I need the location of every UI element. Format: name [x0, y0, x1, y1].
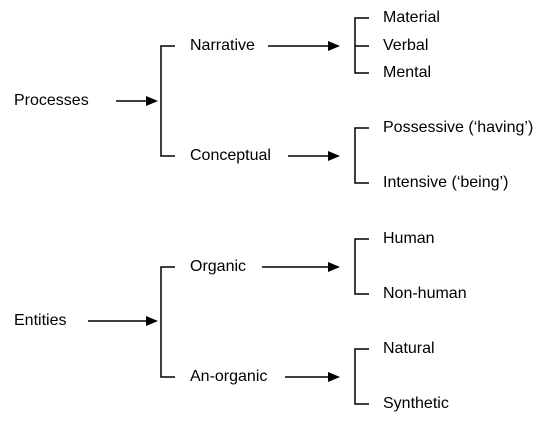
anorganic-label: An-organic [190, 368, 267, 385]
conceptual-label: Conceptual [190, 147, 271, 164]
organic-label: Organic [190, 258, 246, 275]
conceptual-arrowhead [328, 151, 340, 161]
intensive-label: Intensive (‘being’) [383, 174, 508, 191]
narrative-label: Narrative [190, 37, 255, 54]
entities-arrowhead [146, 316, 158, 326]
conceptual-bracket [354, 127, 369, 184]
processes-arrowhead [146, 96, 158, 106]
processes-bracket [160, 45, 175, 157]
mental-label: Mental [383, 64, 431, 81]
narrative-arrowhead [328, 41, 340, 51]
verbal-label: Verbal [383, 37, 428, 54]
anorganic-arrowhead [328, 372, 340, 382]
organic-arrowhead [328, 262, 340, 272]
anorganic-bracket [354, 348, 369, 405]
non-human-label: Non-human [383, 285, 467, 302]
processes-label: Processes [14, 92, 89, 109]
entities-label: Entities [14, 312, 66, 329]
natural-label: Natural [383, 340, 435, 357]
synthetic-label: Synthetic [383, 395, 449, 412]
material-label: Material [383, 9, 440, 26]
entities-bracket [160, 266, 175, 378]
possessive-label: Possessive (‘having’) [383, 119, 533, 136]
human-label: Human [383, 230, 435, 247]
organic-bracket [354, 238, 369, 295]
